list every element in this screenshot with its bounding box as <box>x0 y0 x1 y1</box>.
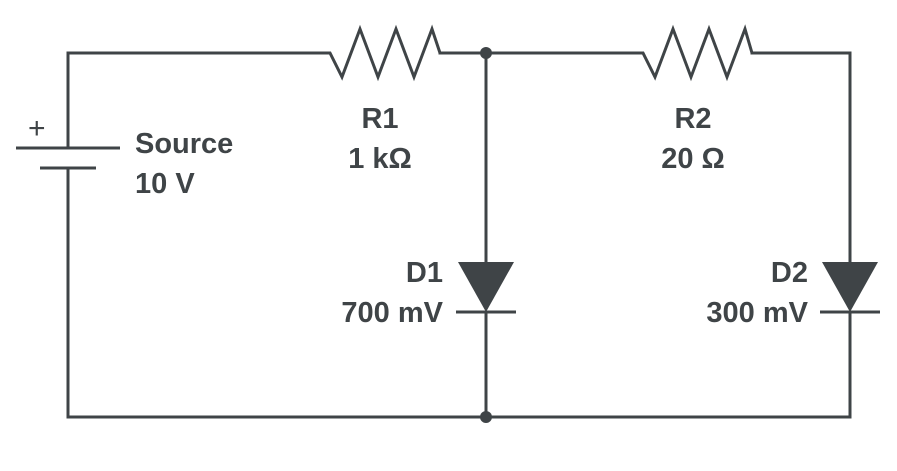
wire-d2-bottom <box>66 166 852 419</box>
battery-plus-sign: + <box>28 112 46 145</box>
wire-left-top <box>66 51 322 137</box>
d2-name-label: D2 <box>771 257 808 289</box>
resistor-r2-symbol <box>633 24 754 82</box>
battery-symbol: + <box>16 112 120 170</box>
diode-d2-symbol <box>820 262 880 314</box>
source-name-label: Source <box>135 128 233 160</box>
junction-node-top <box>480 47 492 59</box>
d1-value-label: 700 mV <box>341 297 443 329</box>
r1-value-label: 1 kΩ <box>348 143 412 175</box>
diode-d1-symbol <box>456 262 516 314</box>
r1-name-label: R1 <box>361 103 398 135</box>
diode-d1-triangle <box>458 262 514 312</box>
d2-value-label: 300 mV <box>706 297 808 329</box>
d1-name-label: D1 <box>406 257 443 289</box>
junction-node-bottom <box>480 411 492 423</box>
resistor-r1-symbol <box>320 24 442 82</box>
r2-name-label: R2 <box>674 103 711 135</box>
source-value-label: 10 V <box>135 168 195 200</box>
r2-value-label: 20 Ω <box>661 143 725 175</box>
wire-r2-to-right <box>750 51 852 264</box>
diode-d2-triangle <box>822 262 878 312</box>
